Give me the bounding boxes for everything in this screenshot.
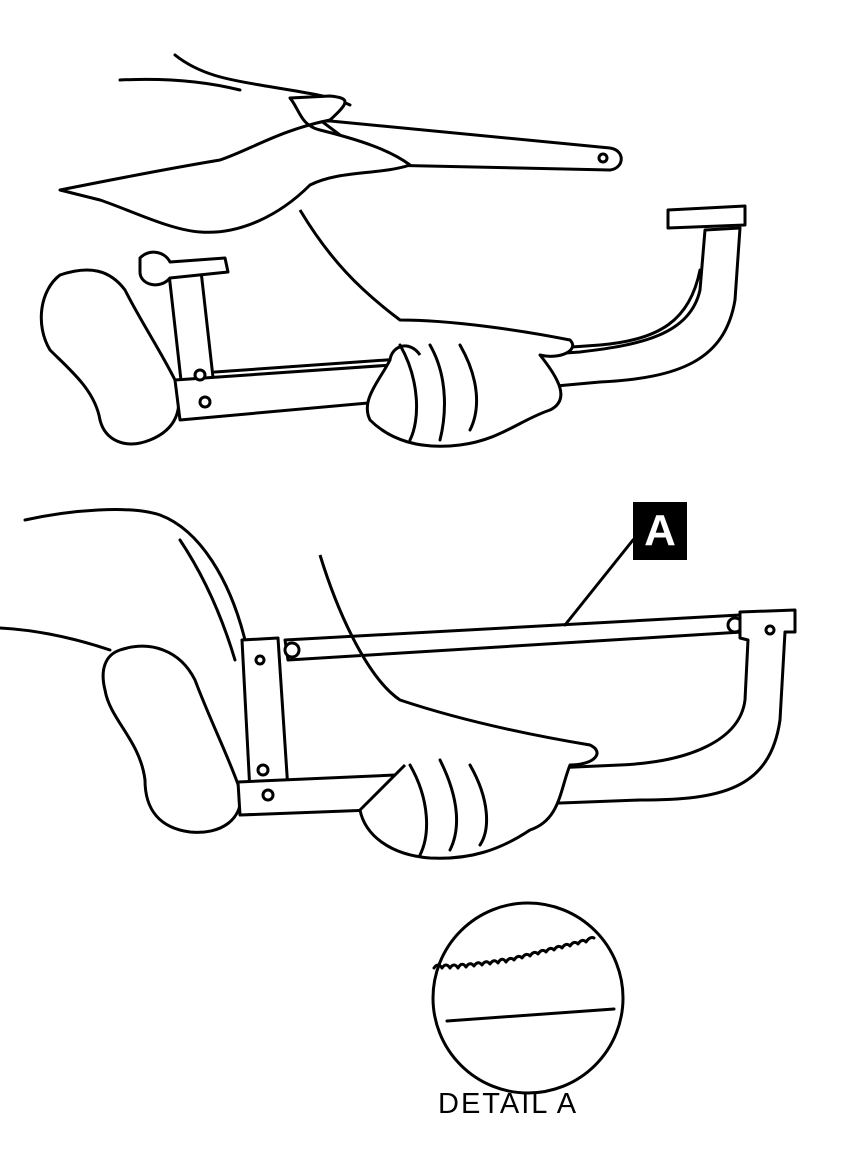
top-grip-handle bbox=[39, 268, 181, 446]
bottom-grip-handle bbox=[101, 644, 243, 834]
detail-a-magnified-view bbox=[431, 901, 625, 1095]
bottom-hand-on-frame bbox=[318, 554, 599, 860]
top-wing-nut bbox=[138, 250, 230, 287]
bottom-hacksaw-illustration bbox=[0, 508, 797, 860]
callout-leader-line bbox=[563, 538, 635, 627]
top-hand-holding-blade bbox=[58, 94, 412, 234]
detail-caption: DETAIL A bbox=[438, 1088, 579, 1120]
bottom-right-post bbox=[236, 608, 797, 817]
top-hacksaw-illustration bbox=[39, 53, 747, 448]
left-hand-outline bbox=[0, 508, 247, 662]
callout-label-a: A bbox=[633, 502, 687, 560]
top-frame-bar bbox=[173, 226, 742, 422]
blade-teeth bbox=[432, 936, 596, 970]
top-hand-on-frame bbox=[298, 209, 574, 448]
top-right-post-cap bbox=[666, 204, 747, 230]
